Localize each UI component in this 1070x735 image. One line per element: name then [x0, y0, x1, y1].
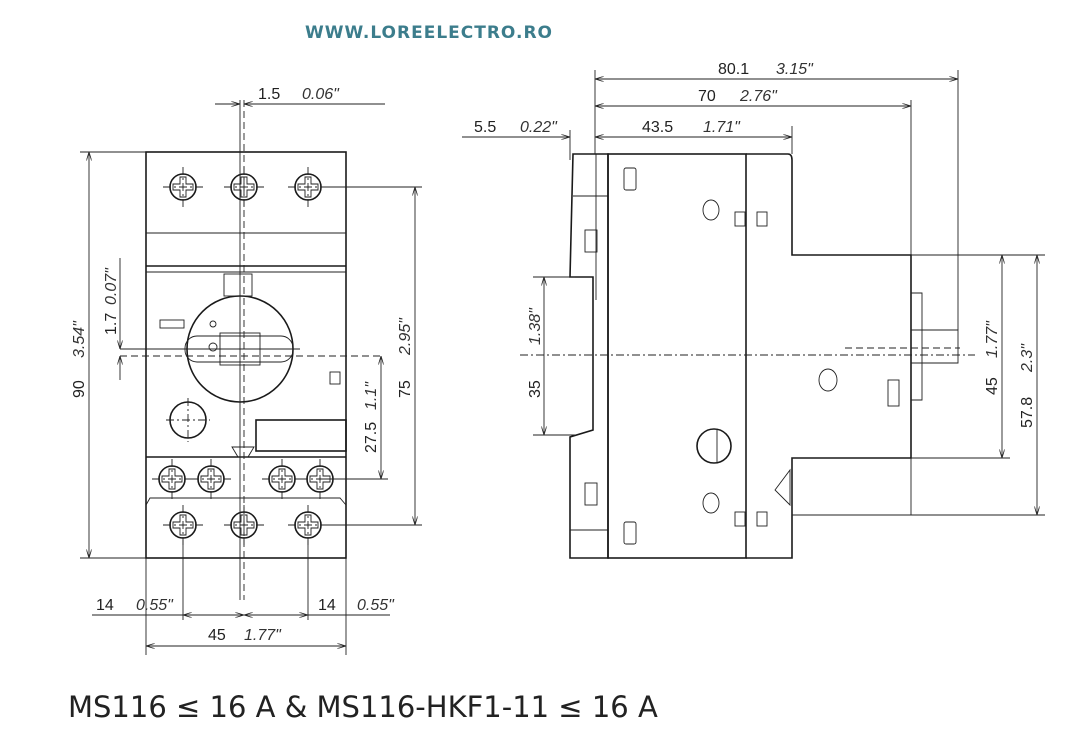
dim-total-depth-in: 3.15" — [776, 61, 814, 78]
dim-body-depth-mm: 43.5 — [642, 119, 673, 136]
dim-front-bottom-in: 2.3" — [1019, 343, 1036, 373]
dim-rail-height-mm: 35 — [527, 380, 544, 398]
dim-knob-offset-mm: 1.7 — [103, 313, 120, 335]
dim-total-depth-mm: 80.1 — [718, 61, 749, 78]
dim-knob-offset-in: 0.07" — [103, 267, 120, 305]
product-title: MS116 ≤ 16 A & MS116-HKF1-11 ≤ 16 A — [68, 690, 658, 724]
dim-height-in: 3.54" — [71, 320, 88, 358]
watermark: WWW.LOREELECTRO.RO — [305, 23, 553, 43]
dim-terminal-span-mm: 75 — [397, 380, 414, 398]
dim-front-bottom-mm: 57.8 — [1019, 397, 1036, 428]
front-view: 1.5 0.06" 90 3.54" 1.7 0.07" 75 2.95" 27… — [71, 86, 422, 655]
dim-terminal-span-in: 2.95" — [397, 317, 414, 356]
dim-offset-in: 0.06" — [302, 86, 340, 103]
dim-lower-mm: 27.5 — [363, 422, 380, 453]
dim-front-height-mm: 45 — [984, 377, 1001, 395]
dim-rail-mm: 5.5 — [474, 119, 496, 136]
dim-pitch-right-in: 0.55" — [357, 597, 395, 614]
dim-depth-mm: 70 — [698, 88, 716, 105]
dim-lower-in: 1.1" — [363, 381, 380, 410]
dim-depth-in: 2.76" — [739, 88, 778, 105]
dim-pitch-right-mm: 14 — [318, 597, 336, 614]
dim-rail-height-in: 1.38" — [527, 307, 544, 345]
side-view: 80.1 3.15" 70 2.76" 43.5 1.71" 5.5 0.22"… — [462, 61, 1045, 559]
dim-width-in: 1.77" — [244, 627, 282, 644]
dim-front-height-in: 1.77" — [984, 320, 1001, 358]
dim-width-mm: 45 — [208, 627, 226, 644]
dim-height-mm: 90 — [71, 380, 88, 398]
dim-pitch-left-mm: 14 — [96, 597, 114, 614]
dim-offset-mm: 1.5 — [258, 86, 280, 103]
dim-pitch-left-in: 0.55" — [136, 597, 174, 614]
dim-body-depth-in: 1.71" — [703, 119, 741, 136]
dim-rail-in: 0.22" — [520, 119, 558, 136]
